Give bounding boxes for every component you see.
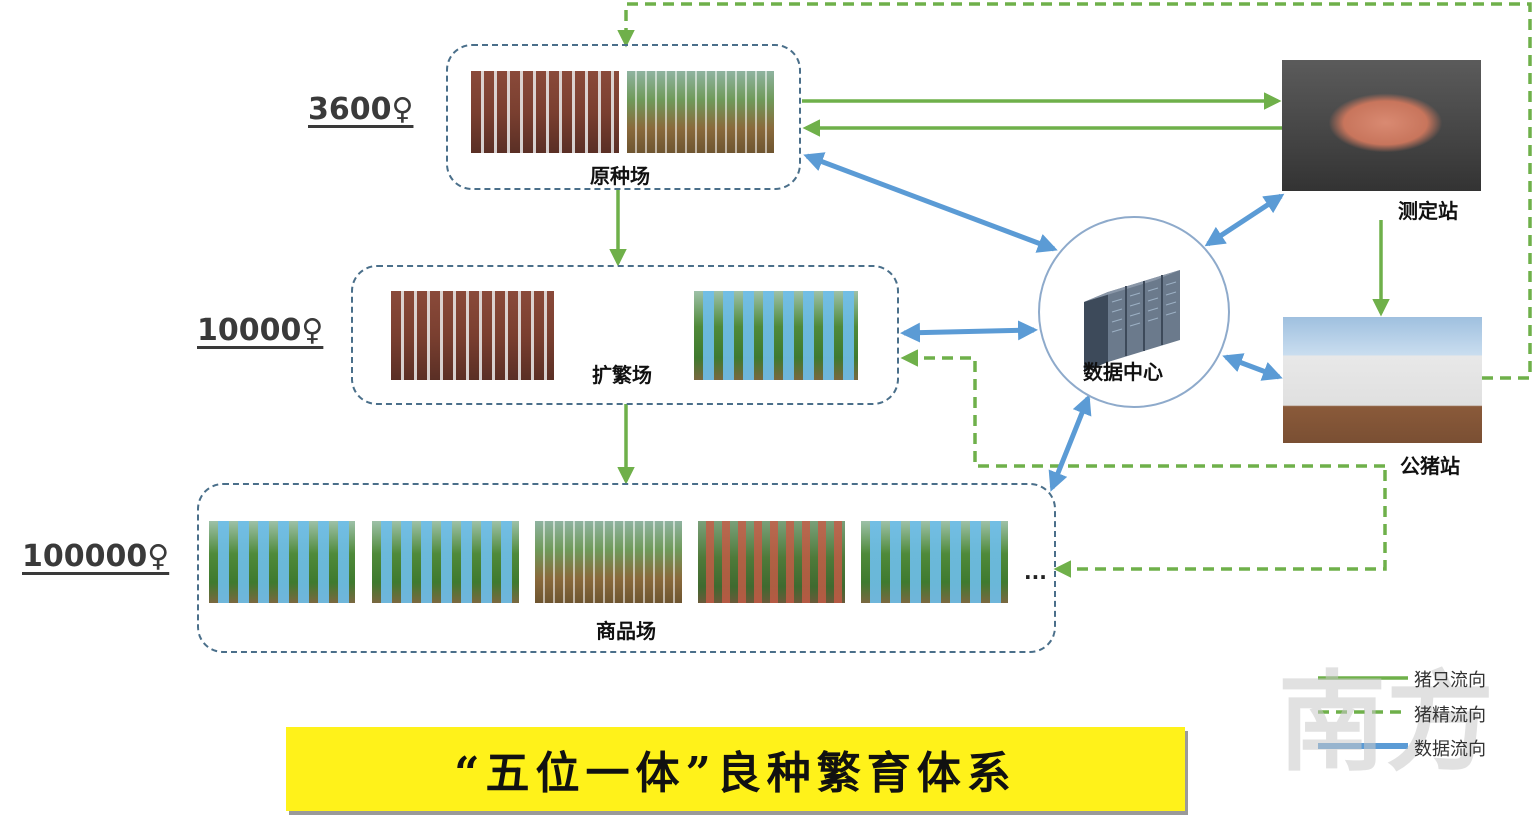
title-banner: “五位一体”良种繁育体系 — [286, 727, 1185, 811]
multiplier-farm-box — [351, 265, 899, 405]
test-station-label: 测定站 — [1398, 199, 1458, 223]
commercial-farm-box — [197, 483, 1056, 653]
commercial-farm-label: 商品场 — [596, 619, 656, 643]
commercial-farm-photo-2 — [372, 521, 519, 603]
nucleus-farm-photo-2 — [627, 71, 774, 153]
live-pig-flow-arrows — [609, 92, 1390, 485]
data-arrow-boar-station — [1222, 353, 1283, 381]
commercial-farm-photo-4 — [698, 521, 845, 603]
diagram-title: “五位一体”良种繁育体系 — [454, 748, 1017, 799]
nucleus-farm-photo-1 — [471, 71, 619, 153]
nucleus-farm-label: 原种场 — [590, 164, 650, 188]
data-arrow-commercial — [1048, 394, 1092, 492]
multiplier-farm-count: 10000♀ — [197, 313, 324, 348]
commercial-farm-photo-1 — [209, 521, 355, 603]
arrow-boar-to-multiplier — [900, 349, 1385, 468]
nucleus-farm-box — [446, 44, 801, 190]
nucleus-farm-count: 3600♀ — [308, 92, 414, 127]
data-arrow-nucleus — [803, 152, 1058, 253]
data-arrow-multiplier — [900, 320, 1038, 343]
legend-data-flow: 数据流向 — [1414, 739, 1486, 760]
boar-station-label: 公猪站 — [1400, 454, 1460, 478]
server-rack-icon — [1084, 270, 1180, 372]
legend-live-pig-flow: 猪只流向 — [1414, 670, 1486, 691]
commercial-farm-more: ... — [1024, 560, 1047, 584]
data-center-label: 数据中心 — [1083, 360, 1163, 384]
semen-flow-arrows — [617, 2, 1532, 578]
test-station-photo — [1282, 60, 1481, 191]
multiplier-farm-label: 扩繁场 — [592, 363, 652, 387]
multiplier-farm-photo-2 — [694, 291, 858, 380]
commercial-farm-count: 100000♀ — [22, 539, 170, 574]
data-flow-arrows — [803, 152, 1285, 492]
boar-station-photo — [1283, 317, 1482, 443]
commercial-farm-photo-3 — [535, 521, 682, 603]
legend-semen-flow: 猪精流向 — [1414, 705, 1486, 726]
commercial-farm-photo-5 — [861, 521, 1008, 603]
arrow-boar-to-nucleus — [617, 2, 1532, 380]
data-arrow-test-station — [1204, 193, 1285, 247]
arrow-boar-to-commercial — [1053, 470, 1387, 578]
multiplier-farm-photo-1 — [391, 291, 554, 380]
legend-swatches — [1318, 676, 1408, 749]
